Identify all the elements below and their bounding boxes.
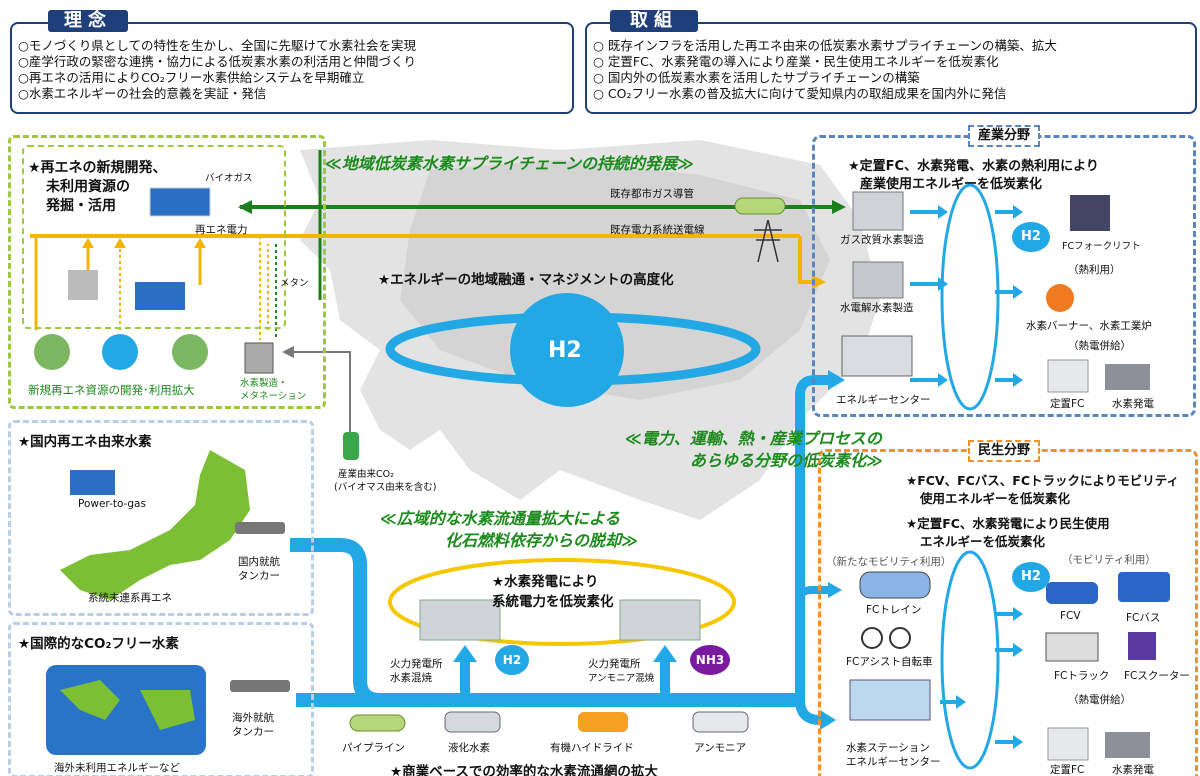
center-h2-label: H2 <box>548 338 582 363</box>
intl-title: ★国際的なCO₂フリー水素 <box>18 636 179 652</box>
commerce-label: ★商業ベースでの効率的な水素流通網の拡大 <box>390 764 658 776</box>
domestic-tanker-label-2: タンカー <box>238 570 280 582</box>
re-power-label: 再エネ電力 <box>195 224 248 236</box>
mobility-label: （モビリティ利用） <box>1062 554 1156 566</box>
domestic-re-section <box>8 420 314 616</box>
wide-headline-1: ≪広域的な水素流通量拡大による <box>380 509 621 528</box>
civil-h2-power-label: 水素発電 <box>1112 764 1154 776</box>
industry-h2-badge: H2 <box>1012 222 1050 252</box>
methanation-label-1: 水素製造・ <box>240 378 288 389</box>
plant2-label-2: アンモニア混焼 <box>588 673 655 684</box>
thermal-title-2: 系統電力を低炭素化 <box>492 594 614 610</box>
renewable-inner-section <box>22 145 286 329</box>
gas-reform-label: ガス改質水素製造 <box>840 234 924 246</box>
wide-headline-2: 化石燃料依存からの脱却≫ <box>445 531 638 550</box>
overseas-label: 海外未利用エネルギーなど <box>54 762 180 774</box>
power-line-label: 既存電力系統送電線 <box>610 224 705 236</box>
co2-label-2: (バイオマス由来を含む) <box>334 482 437 493</box>
torikumi-line-3: ○ 国内外の低炭素水素を活用したサプライチェーンの構築 <box>593 70 920 85</box>
transmission-tower <box>754 219 782 263</box>
gas-pipe-label: 既存都市ガス導管 <box>610 188 694 200</box>
torikumi-box <box>585 22 1197 114</box>
energy-center-label: エネルギーセンター <box>836 394 931 406</box>
p2g-label: Power-to-gas <box>78 498 146 510</box>
fc-train-label: FCトレイン <box>866 604 922 616</box>
co2-label-1: 産業由来CO₂ <box>338 469 394 480</box>
civil-title-3: ★定置FC、水素発電により民生使用 <box>906 516 1110 531</box>
industry-tab: 産業分野 <box>968 125 1041 147</box>
fc-bike-label: FCアシスト自転車 <box>846 656 933 668</box>
station-label-2: エネルギーセンター <box>846 756 941 768</box>
renewable-section <box>8 135 326 409</box>
civil-h2-badge: H2 <box>1012 562 1050 592</box>
torikumi-line-1: ○ 既存インフラを活用した再エネ由来の低炭素水素サプライチェーンの構築、拡大 <box>593 38 1057 53</box>
rinen-tab: 理念 <box>48 10 128 32</box>
solar-array-icon <box>149 187 211 217</box>
heat-use-label: （熱利用） <box>1068 264 1121 276</box>
biogas-label: バイオガス <box>205 173 253 184</box>
new-mobility-label: （新たなモビリティ利用） <box>826 556 952 568</box>
renewable-title-2: 未利用資源の <box>46 179 130 195</box>
civil-tab: 民生分野 <box>968 440 1041 462</box>
rinen-line-2: ○産学行政の緊密な連携・協力による低炭素水素の利活用と仲間づくり <box>18 54 417 69</box>
carrier-ohc-label: 有機ハイドライド <box>550 742 634 754</box>
japan-map-shape <box>60 450 250 600</box>
renewable-title-3: 発掘・活用 <box>46 198 116 214</box>
carrier-lh2-label: 液化水素 <box>448 742 490 754</box>
rinen-line-3: ○再エネの活用によりCO₂フリー水素供給システムを早期確立 <box>18 70 365 85</box>
torikumi-line-2: ○ 定置FC、水素発電の導入により産業・民生使用エネルギーを低炭素化 <box>593 54 999 69</box>
station-label-1: 水素ステーション <box>846 742 930 754</box>
torikumi-tab: 取組 <box>610 10 698 32</box>
domestic-re-title: ★国内再エネ由来水素 <box>18 434 152 450</box>
civil-title-2: 使用エネルギーを低炭素化 <box>920 491 1071 506</box>
overseas-tanker-label-1: 海外就航 <box>232 712 274 724</box>
all-sectors-headline-2: あらゆる分野の低炭素化≫ <box>690 451 883 470</box>
industry-h2-power-label: 水素発電 <box>1112 398 1154 410</box>
plant1-label-2: 水素混焼 <box>390 672 432 684</box>
regional-headline: ≪地域低炭素水素サプライチェーンの持続的発展≫ <box>325 154 694 173</box>
industry-fixed-fc-label: 定置FC <box>1050 398 1085 410</box>
fc-bus-label: FCバス <box>1126 612 1161 624</box>
new-resource-label: 新規再エネ資源の開発･利用拡大 <box>28 383 195 397</box>
mgmt-label: ★エネルギーの地域融通・マネジメントの高度化 <box>378 272 674 288</box>
domestic-tanker-label-1: 国内就航 <box>238 556 280 568</box>
industry-title-1: ★定置FC、水素発電、水素の熱利用により <box>848 159 1099 174</box>
civil-fixed-fc-label: 定置FC <box>1050 764 1085 776</box>
methanation-label-2: メタネーション <box>240 391 307 402</box>
methane-label: メタン <box>280 278 309 289</box>
carrier-nh3-label: アンモニア <box>694 742 747 754</box>
thermal-title-1: ★水素発電により <box>492 574 599 590</box>
civil-title-1: ★FCV、FCバス、FCトラックによりモビリティ <box>906 473 1180 488</box>
plant2-label-1: 火力発電所 <box>588 658 641 670</box>
fc-scooter-label: FCスクーター <box>1124 670 1190 682</box>
rinen-box <box>10 22 574 114</box>
burner-label: 水素バーナー、水素工業炉 <box>1026 320 1152 332</box>
plant2-nh3-badge: NH3 <box>690 645 730 675</box>
electrolysis-label: 水電解水素製造 <box>840 302 914 314</box>
rinen-line-4: ○水素エネルギーの社会的意義を実証・発信 <box>18 86 267 101</box>
fcv-label: FCV <box>1060 610 1081 622</box>
rinen-line-1: ○モノづくり県としての特性を生かし、全国に先駆けて水素社会を実現 <box>18 38 417 53</box>
plant1-h2-badge: H2 <box>495 645 529 675</box>
overseas-tanker-label-2: タンカー <box>232 726 274 738</box>
torikumi-line-4: ○ CO₂フリー水素の普及拡大に向けて愛知県内の取組成果を国内外に発信 <box>593 86 1007 101</box>
renewable-title-1: ★再エネの新規開発、 <box>28 160 167 176</box>
industry-chp-label: （熱電併給） <box>1068 340 1131 352</box>
plant1-label-1: 火力発電所 <box>390 658 443 670</box>
industry-title-2: 産業使用エネルギーを低炭素化 <box>860 177 1043 192</box>
forklift-label: FCフォークリフト <box>1062 241 1141 252</box>
civil-title-4: エネルギーを低炭素化 <box>920 534 1046 549</box>
carrier-pipeline-label: パイプライン <box>342 742 405 754</box>
fc-truck-label: FCトラック <box>1054 670 1110 682</box>
all-sectors-headline-1: ≪電力、運輸、熱・産業プロセスの <box>625 429 882 448</box>
civil-chp-label: （熱電併給） <box>1068 694 1131 706</box>
offgrid-label: 系統未連系再エネ <box>88 592 172 604</box>
